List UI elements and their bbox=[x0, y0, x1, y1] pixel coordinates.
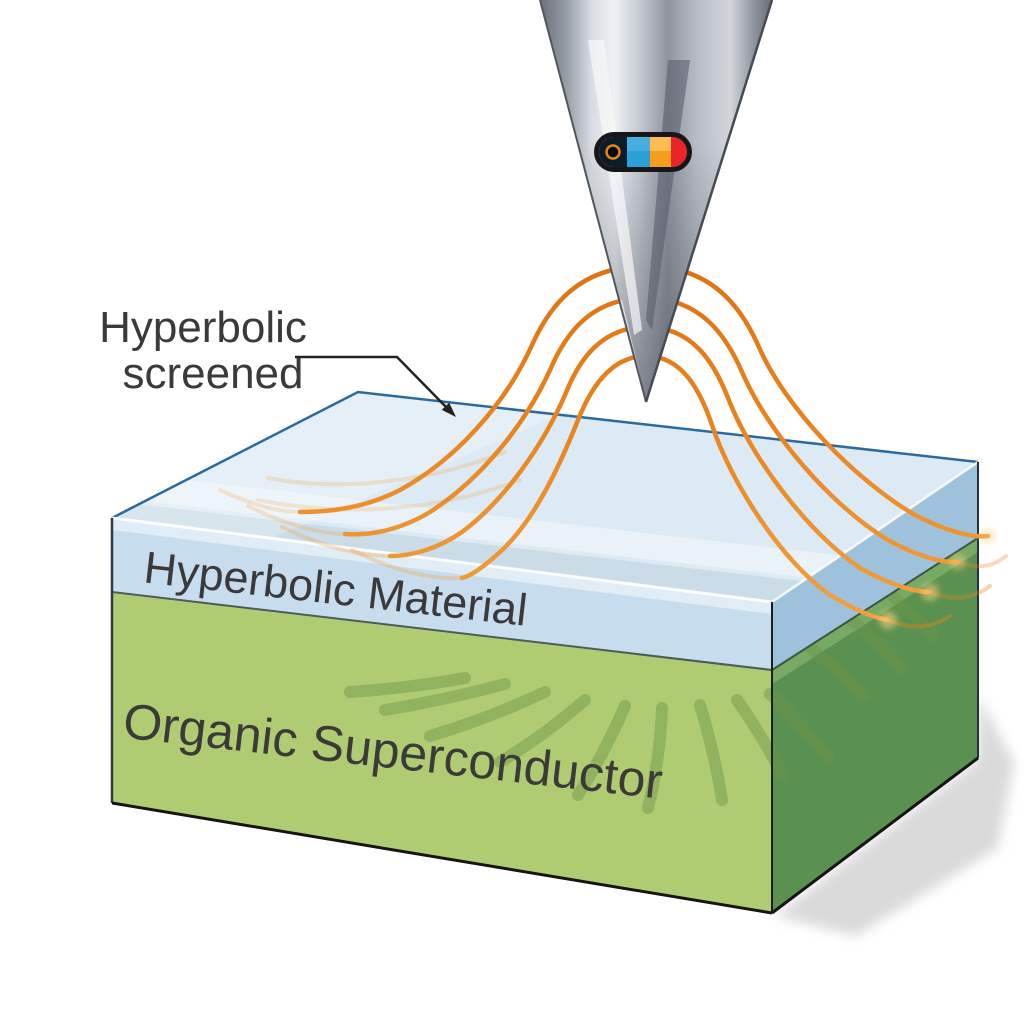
box-drop-shadow bbox=[775, 695, 1014, 936]
annotation-arrowhead-icon bbox=[441, 402, 456, 417]
hyperbolic-top-face bbox=[112, 392, 978, 602]
tip-color-badge bbox=[594, 132, 692, 172]
badge-dot-icon bbox=[605, 144, 621, 160]
side-face-highlight bbox=[772, 538, 978, 684]
superconductor-front-face bbox=[112, 592, 772, 913]
screened-field-streaks bbox=[344, 584, 939, 814]
hyperbolic-side-face bbox=[772, 462, 978, 670]
box-edges bbox=[110, 390, 979, 915]
annotation-arrow bbox=[295, 355, 448, 409]
tip-highlight-streak bbox=[588, 40, 642, 335]
tip-core-shade bbox=[646, 60, 690, 330]
hyperbolic-front-face bbox=[112, 518, 772, 670]
annotation-line2: screened bbox=[122, 349, 303, 398]
sample-box bbox=[110, 390, 979, 915]
field-line-glows bbox=[879, 528, 996, 629]
front-band-sheen bbox=[112, 518, 772, 614]
probe-tip bbox=[539, 0, 774, 403]
annotation-line1: Hyperbolic bbox=[99, 303, 307, 352]
annotation: Hyperbolic screened bbox=[99, 303, 456, 417]
superconductor-side-face bbox=[772, 538, 978, 913]
field-line-surface-tails bbox=[218, 450, 522, 581]
